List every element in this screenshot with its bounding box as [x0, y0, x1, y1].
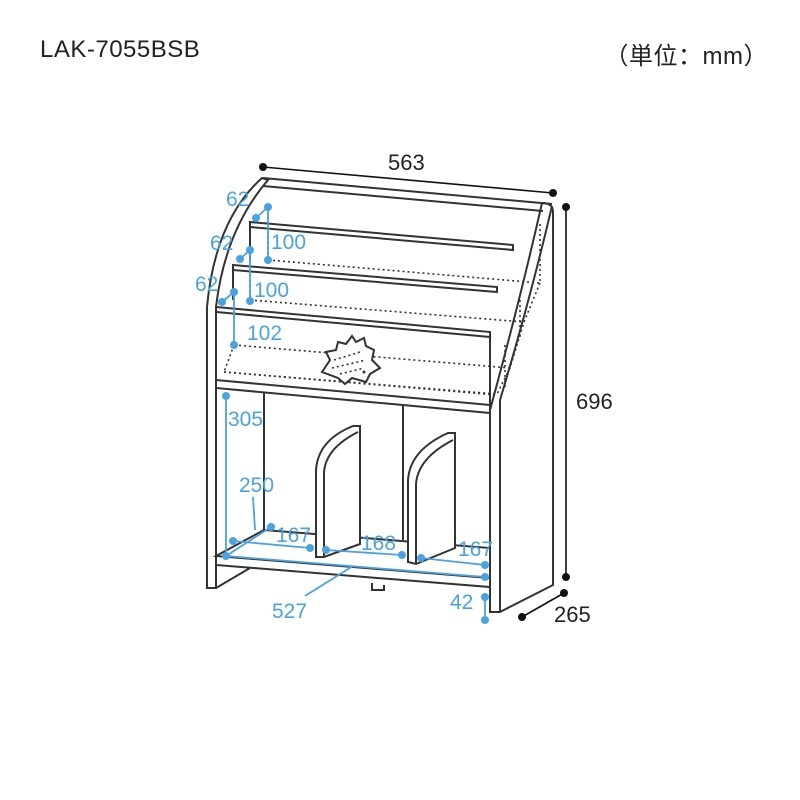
shelf-pitch-2-label: 62: [210, 232, 233, 255]
height-label: 696: [576, 389, 613, 414]
front-board: [215, 312, 491, 415]
bookend-right: [407, 432, 456, 566]
hedgehog-decoration: [320, 334, 382, 386]
shelf-pitch-1-label: 62: [226, 188, 249, 211]
depth-label: 265: [554, 602, 591, 627]
left-side-panel: [206, 176, 270, 589]
inner-dimensions: [218, 203, 489, 624]
section-middle-label: 168: [361, 532, 396, 555]
section-left-label: 167: [276, 524, 311, 547]
inner-width-label: 527: [272, 600, 307, 623]
width-label: 563: [388, 150, 425, 175]
hidden-lines: [223, 207, 541, 396]
back-panel-lines: [263, 393, 404, 540]
right-panel-edge: [499, 205, 553, 612]
section-right-label: 167: [458, 538, 493, 561]
lower-height-label: 305: [228, 408, 263, 431]
base-kick: [215, 567, 385, 591]
overall-dimensions: [259, 163, 570, 621]
unit-label: （単位：mm）: [604, 43, 768, 70]
top-rail: [262, 177, 553, 212]
shelf-height-2-label: 100: [254, 279, 289, 302]
lower-depth-label: 250: [239, 474, 274, 497]
model-number: LAK-7055BSB: [40, 36, 201, 63]
right-side-panel: [489, 201, 554, 613]
shelf-pitch-3-label: 62: [195, 273, 218, 296]
shelf-height-1-label: 100: [271, 231, 306, 254]
floor-clearance-label: 42: [450, 591, 473, 614]
shelf-height-3-label: 102: [247, 322, 282, 345]
